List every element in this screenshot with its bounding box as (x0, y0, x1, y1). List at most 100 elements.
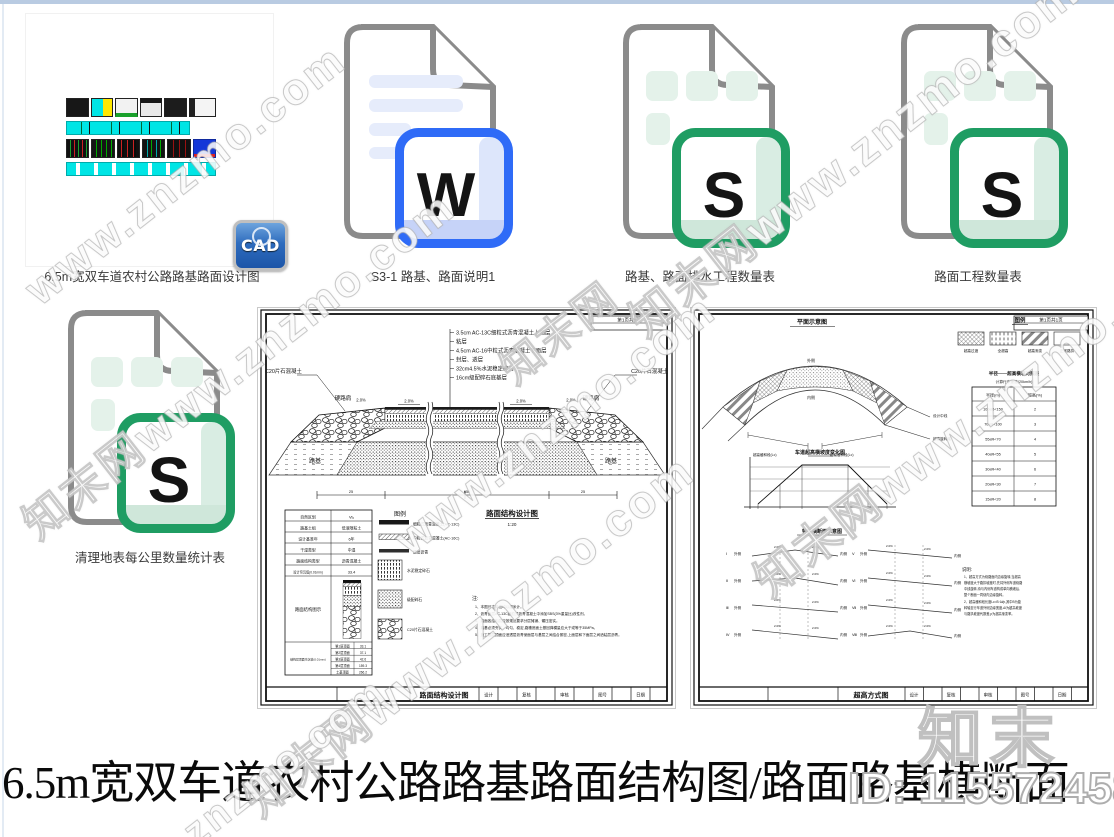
svg-text:C20片石混凝土: C20片石混凝土 (407, 627, 433, 632)
svg-text:路面结构图示: 路面结构图示 (295, 606, 322, 613)
svg-text:2.0%: 2.0% (924, 601, 931, 605)
svg-text:第2层顶面: 第2层顶面 (335, 650, 350, 655)
sheet-badge-icon[interactable]: S (672, 128, 790, 248)
doc-grid-cells (91, 357, 203, 431)
plan-diagram: 平面示意图 外侧 内侧 设计中线 超高旋转轴 超高缓和段(Lc) 超高缓和段(L… (701, 318, 951, 457)
file-label[interactable]: 路面工程数量表 (934, 270, 1022, 284)
cross-section-labels: C20片石混凝土 C20片石混凝土 硬路肩 硬路肩 路基 路基 2.0% 2.0… (265, 367, 669, 499)
svg-text:复核: 复核 (522, 692, 531, 699)
svg-text:C20片石混凝土: C20片石混凝土 (265, 367, 302, 375)
svg-text:3、路面各结构层应按规范要求分层摊铺、碾压密实。: 3、路面各结构层应按规范要求分层摊铺、碾压密实。 (475, 618, 560, 623)
svg-text:2.0%: 2.0% (774, 572, 781, 576)
svg-text:7: 7 (1034, 483, 1036, 487)
svg-text:内侧: 内侧 (954, 633, 962, 638)
svg-text:审核: 审核 (560, 692, 569, 699)
svg-text:2.0%: 2.0% (774, 598, 781, 602)
drawing-notes: 说明: 1、超高方式为绕路面内边缘旋转,当超高 横坡度大于路拱坡度时,先将外侧车… (962, 566, 1023, 616)
svg-text:70≤R<100: 70≤R<100 (984, 423, 1002, 427)
svg-text:Ⅲ: Ⅲ (726, 606, 729, 610)
cad-thumb-strip (66, 121, 190, 135)
drawing-preview-superelevation[interactable]: 第1页共1页 平面示意图 外侧 内侧 设计中线 超高旋转轴 超高缓和段(Lc) (690, 307, 1097, 709)
svg-text:2.0%: 2.0% (774, 624, 781, 628)
svg-text:2、超高缓和段长度Lc=B·Δi/p,其中B为旋: 2、超高缓和段长度Lc=B·Δi/p,其中B为旋 (964, 599, 1022, 604)
svg-text:外侧: 外侧 (734, 605, 742, 610)
drawing-preview-pavement-structure[interactable]: 第1页共1页 3.5cm AC-13C细粒式沥青混凝土上面层 粘层 4.5cm … (257, 307, 676, 709)
svg-text:整个断面一同绕内边缘旋转。: 整个断面一同绕内边缘旋转。 (964, 592, 1005, 597)
drawing-notes: 注: 1、本图尺寸单位均以厘米计。 2、沥青面层AC-13C细粒式沥青混凝土中添… (472, 595, 622, 637)
cad-preview-card[interactable]: CAD (25, 13, 288, 271)
svg-text:8: 8 (1034, 498, 1036, 502)
svg-text:内侧: 内侧 (840, 632, 848, 637)
svg-text:15≤R<20: 15≤R<20 (985, 498, 1001, 502)
sheet-badge-icon[interactable]: S (950, 128, 1068, 248)
svg-text:6年: 6年 (348, 537, 354, 542)
svg-text:内侧: 内侧 (807, 394, 815, 400)
svg-text:2.0%: 2.0% (812, 572, 819, 576)
svg-text:封层、透层: 封层、透层 (456, 356, 484, 364)
svg-text:1、本图尺寸单位均以厘米计。: 1、本图尺寸单位均以厘米计。 (475, 604, 524, 609)
svg-text:内侧: 内侧 (954, 607, 962, 612)
svg-text:设计中线: 设计中线 (933, 413, 948, 418)
svg-text:超高(%): 超高(%) (1028, 392, 1043, 398)
svg-text:超高渐变: 超高渐变 (1028, 348, 1043, 353)
svg-text:说明:: 说明: (962, 566, 972, 573)
svg-text:半径(m): 半径(m) (986, 392, 1001, 398)
svg-text:Ⅴ: Ⅴ (852, 552, 855, 556)
file-label[interactable]: 清理地表每公里数量统计表 (74, 551, 225, 565)
word-badge-icon[interactable]: W (395, 128, 513, 248)
svg-text:沥青混凝土: 沥青混凝土 (342, 559, 362, 564)
svg-text:2: 2 (1034, 408, 1036, 412)
svg-text:2.0%: 2.0% (886, 624, 893, 628)
file-label[interactable]: 6.5m宽双车道农村公路路基路面设计图 (44, 270, 260, 284)
svg-text:外侧: 外侧 (860, 578, 868, 583)
svg-text:图号: 图号 (1021, 693, 1030, 699)
panel-left-edge (2, 4, 4, 837)
svg-text:第1页共1页: 第1页共1页 (1039, 317, 1063, 324)
svg-text:路基: 路基 (309, 457, 321, 465)
svg-text:100≤R<150: 100≤R<150 (983, 408, 1003, 412)
superelevation-sheet: 第1页共1页 平面示意图 外侧 内侧 设计中线 超高旋转轴 超高缓和段(Lc) (690, 307, 1097, 709)
svg-text:42.6: 42.6 (360, 658, 366, 662)
svg-text:3: 3 (1034, 423, 1036, 427)
svg-text:外侧: 外侧 (860, 632, 868, 637)
svg-text:结构层顶面弯沉值(0.01mm): 结构层顶面弯沉值(0.01mm) (290, 657, 326, 662)
svg-text:图例: 图例 (1015, 316, 1026, 324)
file-label[interactable]: 路基、路面排水工程数量表 (624, 270, 775, 284)
superelevation-legend: 图例 超高过渡 全超高 超高渐变 正常路拱 (957, 316, 1081, 353)
svg-text:1、超高方式为绕路面内边缘旋转,当超高: 1、超高方式为绕路面内边缘旋转,当超高 (964, 574, 1021, 579)
sheet-letter: S (703, 159, 746, 231)
radius-superelevation-table: 半径——超高横坡对照表 计算行车速度(20km/h) 半径(m) 超高(%) 1… (971, 370, 1057, 507)
svg-text:30≤R<40: 30≤R<40 (985, 468, 1001, 472)
svg-text:横坡度大于路拱坡度时,先将外侧车道绕路: 横坡度大于路拱坡度时,先将外侧车道绕路 (964, 580, 1023, 585)
svg-text:第1层顶面: 第1层顶面 (335, 643, 350, 648)
slope-change-graph: 车道超高横坡度变化图 (744, 449, 896, 509)
svg-text:水泥稳定碎石: 水泥稳定碎石 (407, 568, 430, 573)
sheet-badge-icon[interactable]: S (117, 413, 235, 533)
characteristic-sections: 特征横断面示意图 Ⅰ 外侧 2.0% 2.0% 内侧 Ⅴ 外侧 2.0% 2.0… (726, 528, 962, 640)
svg-text:2.0%: 2.0% (886, 598, 893, 602)
svg-text:4、路基必须夯实、均匀、稳定,路槽底面土基回弹模量应大于或等: 4、路基必须夯实、均匀、稳定,路槽底面土基回弹模量应大于或等于35MPa。 (475, 625, 597, 630)
svg-text:注:: 注: (472, 595, 478, 602)
svg-text:33.1: 33.1 (360, 644, 366, 648)
svg-text:Ⅷ: Ⅷ (852, 633, 857, 637)
svg-text:Ⅶ: Ⅶ (852, 606, 856, 610)
svg-text:2.0%: 2.0% (886, 571, 893, 575)
svg-text:日期: 日期 (636, 693, 645, 699)
sheet-letter: S (981, 159, 1024, 231)
svg-text:20≤R<30: 20≤R<30 (985, 483, 1001, 487)
svg-text:5: 5 (1034, 453, 1036, 457)
cad-thumb-strip (66, 162, 216, 176)
svg-text:266.2: 266.2 (359, 671, 367, 675)
svg-text:2.0%: 2.0% (812, 626, 819, 630)
svg-text:650: 650 (464, 490, 470, 494)
svg-text:正常路拱: 正常路拱 (1060, 348, 1075, 353)
file-label[interactable]: S3-1 路基、路面说明1 (370, 270, 496, 284)
svg-text:硬路肩: 硬路肩 (335, 394, 352, 402)
svg-text:4: 4 (1034, 438, 1036, 442)
title-strip: 路面结构设计图 设计 复核 审核 图号 日期 (266, 686, 667, 701)
cad-thumbnail (66, 98, 216, 176)
svg-text:半径——超高横坡对照表: 半径——超高横坡对照表 (989, 370, 1040, 377)
svg-text:外侧: 外侧 (860, 551, 868, 556)
svg-text:2.0%: 2.0% (404, 399, 414, 404)
svg-text:40≤R<55: 40≤R<55 (985, 453, 1001, 457)
